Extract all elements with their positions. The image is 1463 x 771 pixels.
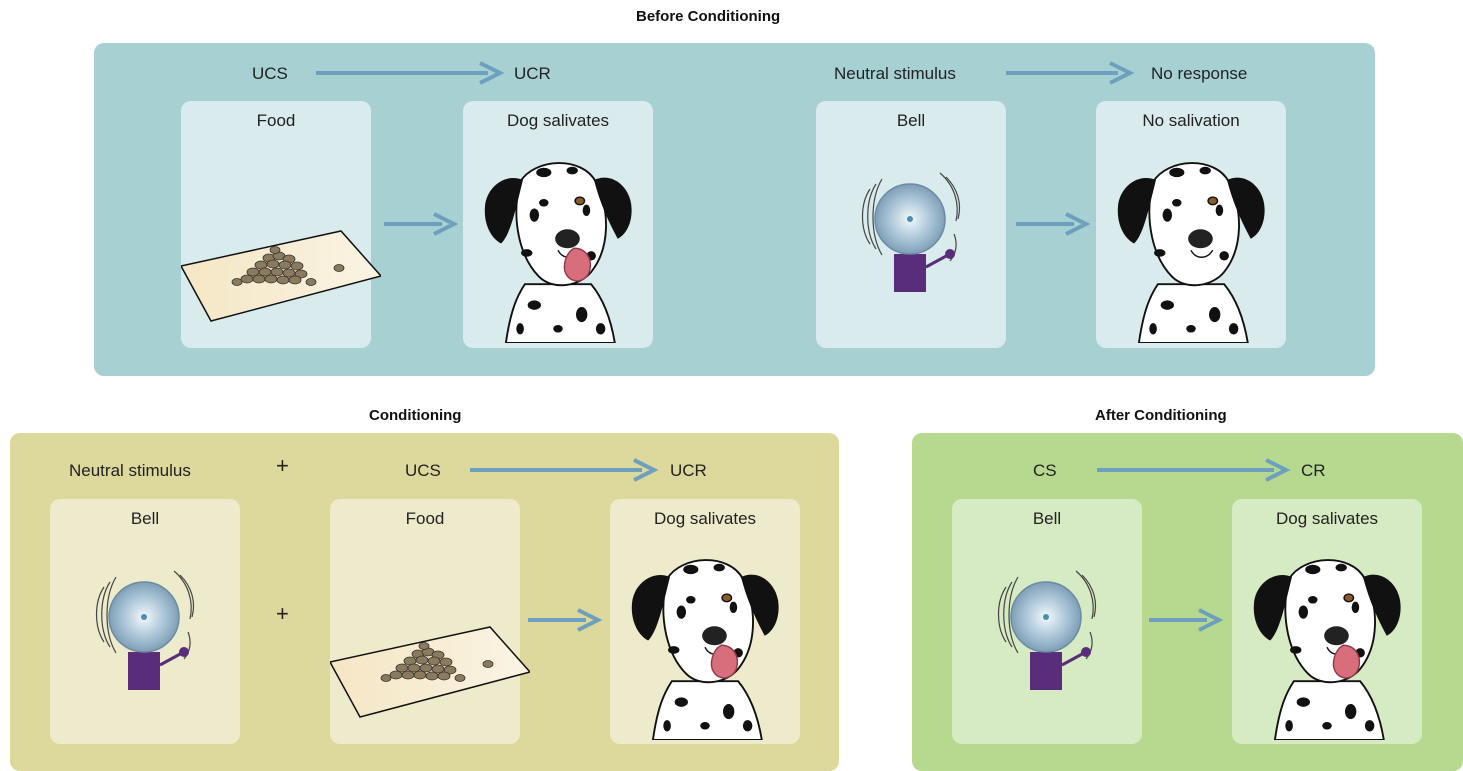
card-label: Bell: [130, 509, 160, 528]
ucr-label: UCR: [514, 64, 551, 83]
ucs-label: UCS: [405, 461, 441, 480]
card-label: Food: [405, 509, 445, 528]
dog-icon: [1101, 141, 1281, 346]
card-no-salivation: No salivation: [1096, 101, 1286, 348]
card-dog-salivates: Dog salivates: [1232, 499, 1422, 744]
no-response-label: No response: [1151, 64, 1248, 83]
food-pile-icon: [330, 612, 530, 722]
conditioning-panel: Neutral stimulus + UCS UCR Bell + Food D…: [10, 433, 839, 771]
bell-icon: [858, 159, 968, 299]
arrow-icon: [1097, 458, 1291, 482]
arrow-icon: [316, 61, 505, 85]
card-food: Food: [330, 499, 520, 744]
arrow-icon: [528, 608, 603, 632]
before-conditioning-panel: UCS UCR Neutral stimulus No response Foo…: [94, 43, 1375, 376]
dog-salivating-icon: [615, 539, 795, 742]
card-label: No salivation: [1142, 111, 1240, 130]
neutral-stimulus-label: Neutral stimulus: [834, 64, 956, 83]
card-bell: Bell: [50, 499, 240, 744]
food-pile-icon: [181, 216, 381, 326]
card-dog-salivates: Dog salivates: [463, 101, 653, 348]
plus-sign: +: [276, 601, 289, 626]
card-bell: Bell: [816, 101, 1006, 348]
arrow-icon: [1016, 212, 1091, 236]
arrow-icon: [1006, 61, 1135, 85]
dog-salivating-icon: [468, 141, 648, 346]
card-label: Bell: [896, 111, 926, 130]
neutral-stimulus-label: Neutral stimulus: [69, 461, 191, 480]
card-food: Food: [181, 101, 371, 348]
conditioning-title: Conditioning: [369, 407, 462, 424]
ucs-label: UCS: [252, 64, 288, 83]
card-label: Food: [256, 111, 296, 130]
cs-label: CS: [1033, 461, 1057, 480]
card-bell: Bell: [952, 499, 1142, 744]
bell-icon: [994, 557, 1104, 697]
card-dog-salivates: Dog salivates: [610, 499, 800, 744]
arrow-icon: [470, 458, 659, 482]
bell-icon: [92, 557, 202, 697]
plus-sign: +: [276, 453, 289, 478]
dog-salivating-icon: [1237, 539, 1417, 742]
arrow-icon: [384, 212, 459, 236]
card-label: Dog salivates: [653, 509, 757, 528]
card-label: Dog salivates: [506, 111, 610, 130]
after-conditioning-panel: CS CR Bell Dog salivates: [912, 433, 1463, 771]
ucr-label: UCR: [670, 461, 707, 480]
card-label: Dog salivates: [1275, 509, 1379, 528]
after-conditioning-title: After Conditioning: [1095, 407, 1227, 424]
before-conditioning-title: Before Conditioning: [636, 8, 781, 25]
cr-label: CR: [1301, 461, 1326, 480]
card-label: Bell: [1032, 509, 1062, 528]
arrow-icon: [1149, 608, 1224, 632]
